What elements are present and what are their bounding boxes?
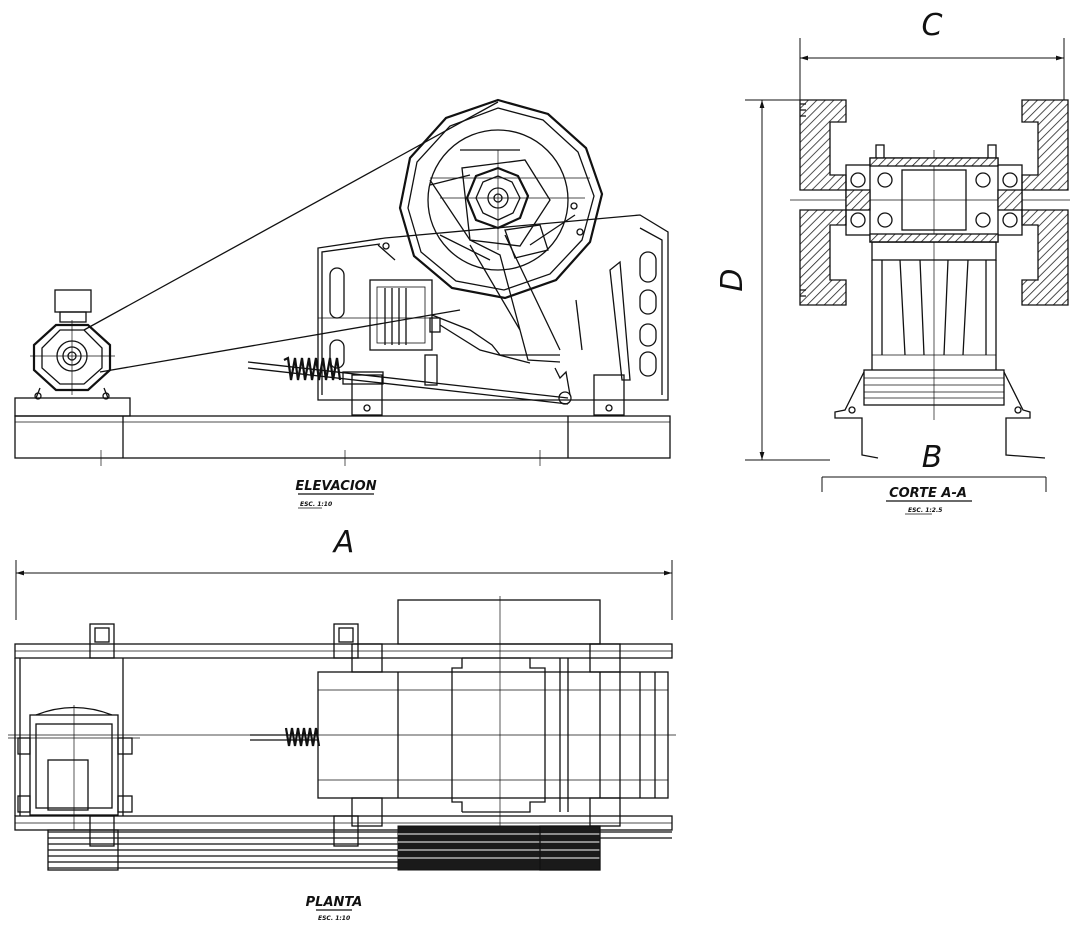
- elevation-view: [14, 98, 671, 466]
- dimension-a-label: A: [332, 525, 355, 560]
- dimension-c-label: C: [922, 8, 943, 43]
- plan-scale: ESC. 1:10: [318, 915, 350, 922]
- section-title: CORTE A-A: [889, 486, 967, 501]
- motor-plan: [8, 705, 140, 830]
- dimension-b-label: B: [922, 440, 943, 475]
- tension-rod: [247, 361, 569, 399]
- jaw-crusher-body: [247, 98, 669, 416]
- elevation-title: ELEVACION: [295, 479, 376, 494]
- plan-title: PLANTA: [306, 895, 363, 910]
- electric-motor: [30, 289, 115, 400]
- belts-plan: [47, 825, 672, 871]
- flywheel-plan: [397, 599, 601, 645]
- drive-belt-lower: [99, 309, 461, 373]
- plan-view: [8, 560, 676, 871]
- dimension-d-label: D: [715, 268, 750, 291]
- section-view: [745, 38, 1070, 492]
- drive-belt-upper: [83, 101, 499, 331]
- spring-plan: [284, 727, 321, 747]
- toggle-block: [369, 279, 433, 351]
- tension-spring: [283, 356, 342, 381]
- motor-base-plate: [14, 397, 131, 417]
- section-scale: ESC. 1:2.5: [908, 507, 942, 514]
- elevation-scale: ESC. 1:10: [300, 501, 332, 508]
